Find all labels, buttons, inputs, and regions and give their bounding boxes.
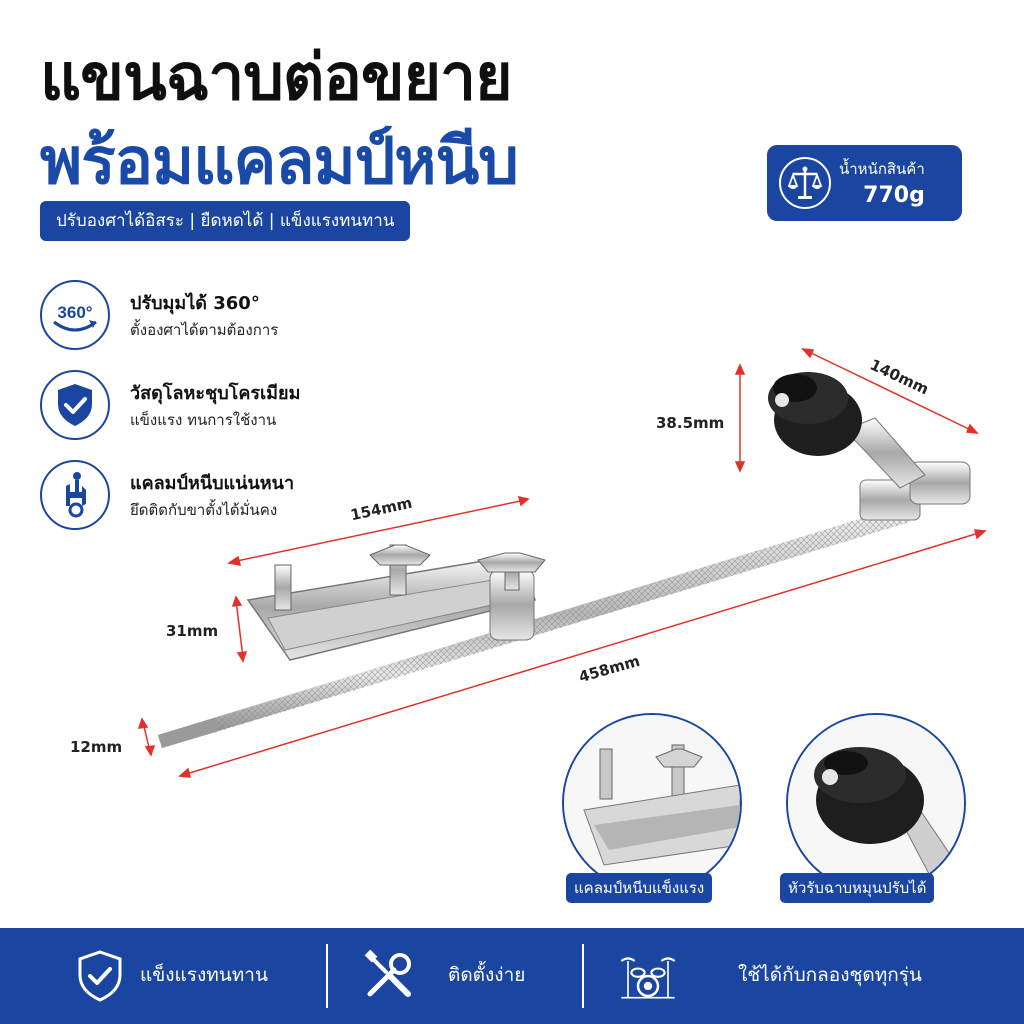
title-line-2: พร้อมแคลมป์หนีบ — [40, 125, 519, 199]
detail-clamp-label: แคลมป์หนีบแข็งแรง — [566, 873, 713, 903]
detail-head-label: หัวรับฉาบหมุนปรับได้ — [780, 873, 935, 903]
dimension-head-length: 140mm — [867, 355, 932, 399]
scale-icon — [779, 157, 831, 209]
footer-bar: แข็งแรงทนทาน ติดตั้งง่าย ใช้ได้กับกลองชุ… — [0, 928, 1024, 1024]
dimension-rod-diameter: 12mm — [70, 738, 123, 756]
head-closeup-image — [788, 715, 964, 891]
tagline-badge: ปรับองศาได้อิสระ | ยืดหดได้ | แข็งแรงทนท… — [40, 201, 411, 241]
footer-label: ใช้ได้กับกลองชุดทุกรุ่น — [738, 964, 922, 986]
title-line-1: แขนฉาบต่อขยาย — [40, 41, 513, 115]
feature-subtitle: แข็งแรง ทนการใช้งาน — [130, 411, 277, 429]
footer-divider — [582, 944, 584, 1008]
dimension-total-length: 458mm — [576, 651, 642, 687]
weight-value: 770g — [863, 183, 925, 208]
dimension-head-height: 38.5mm — [656, 414, 725, 432]
footer-label: ติดตั้งง่าย — [448, 964, 526, 986]
clamp-icon — [40, 460, 110, 530]
drum-kit-icon — [620, 957, 676, 999]
feature-subtitle: ยึดติดกับขาตั้งได้มั่นคง — [130, 501, 278, 519]
rotate-360-icon: 360° — [40, 280, 110, 350]
feature-title: แคลมป์หนีบแน่นหนา — [130, 473, 295, 494]
cymbal-holder-head — [768, 372, 971, 521]
shield-check-icon — [78, 950, 122, 1002]
detail-clamp-circle — [562, 713, 742, 893]
feature-subtitle: ตั้งองศาได้ตามต้องการ — [130, 321, 279, 339]
weight-label: น้ำหนักสินค้า — [839, 160, 925, 178]
feature-title: ปรับมุมได้ 360° — [130, 293, 260, 314]
clamp-body — [246, 544, 546, 661]
clamp-closeup-image — [564, 715, 740, 891]
shield-check-icon — [40, 370, 110, 440]
extension-rod — [158, 505, 910, 748]
feature-rotation: 360° ปรับมุมได้ 360° ตั้งองศาได้ตามต้องก… — [40, 280, 360, 352]
tools-icon — [364, 949, 411, 997]
feature-title: วัสดุโลหะชุบโครเมียม — [130, 383, 301, 404]
footer-divider — [326, 944, 328, 1008]
footer-label: แข็งแรงทนทาน — [140, 964, 268, 986]
detail-head-circle — [786, 713, 966, 893]
feature-material: วัสดุโลหะชุบโครเมียม แข็งแรง ทนการใช้งาน — [40, 370, 360, 442]
weight-badge: น้ำหนักสินค้า 770g — [767, 145, 962, 221]
dimension-clamp-height: 31mm — [166, 622, 219, 640]
feature-clamp: แคลมป์หนีบแน่นหนา ยึดติดกับขาตั้งได้มั่น… — [40, 460, 360, 532]
rotate-icon-text: 360° — [57, 303, 92, 322]
